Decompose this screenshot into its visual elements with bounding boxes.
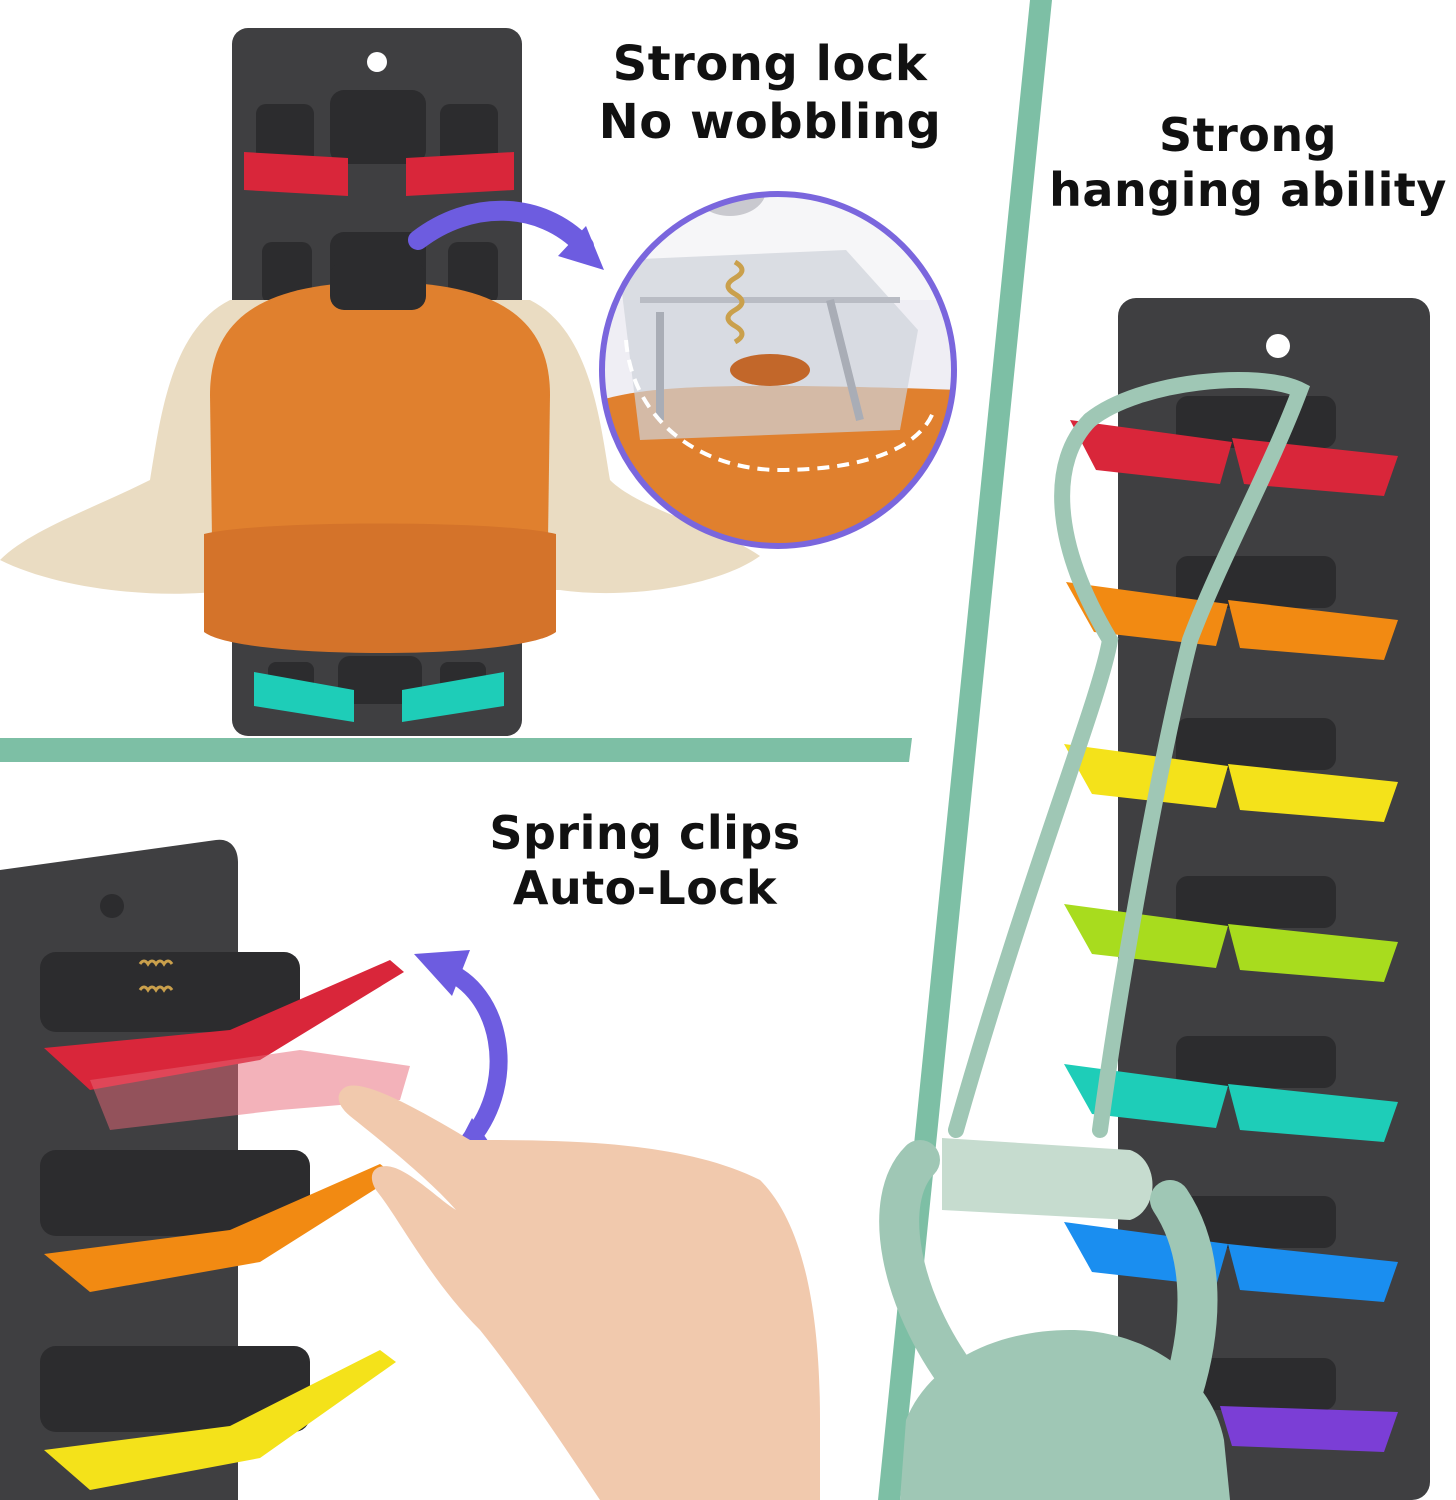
clip-row-red [1070,396,1398,496]
clip-row-yellow [1064,718,1398,822]
caption-spring-clips: Spring clips Auto-Lock [440,806,850,916]
caption-hanging-ability: Strong hanging ability [1040,108,1456,218]
lock-detail-magnifier [599,191,957,549]
spring-clip-rack-illustration [0,839,410,1500]
caption-line: Spring clips [489,806,801,860]
caption-line: Strong [1158,108,1338,162]
caption-line: Strong lock [612,36,928,92]
tall-rack-illustration [1064,298,1430,1500]
panel-dividers [0,0,1052,1500]
curved-arrow-icon [408,200,604,270]
caption-strong-lock: Strong lock No wobbling [560,36,980,151]
baseball-cap [204,262,556,653]
caption-line: hanging ability [1049,163,1447,218]
clip-row-purple [1176,1358,1398,1452]
kettlebell [879,372,1311,1500]
hand [338,1085,820,1500]
caption-line: Auto-Lock [512,861,778,916]
caption-line: No wobbling [598,93,942,150]
clip-row-lime [1064,876,1398,982]
